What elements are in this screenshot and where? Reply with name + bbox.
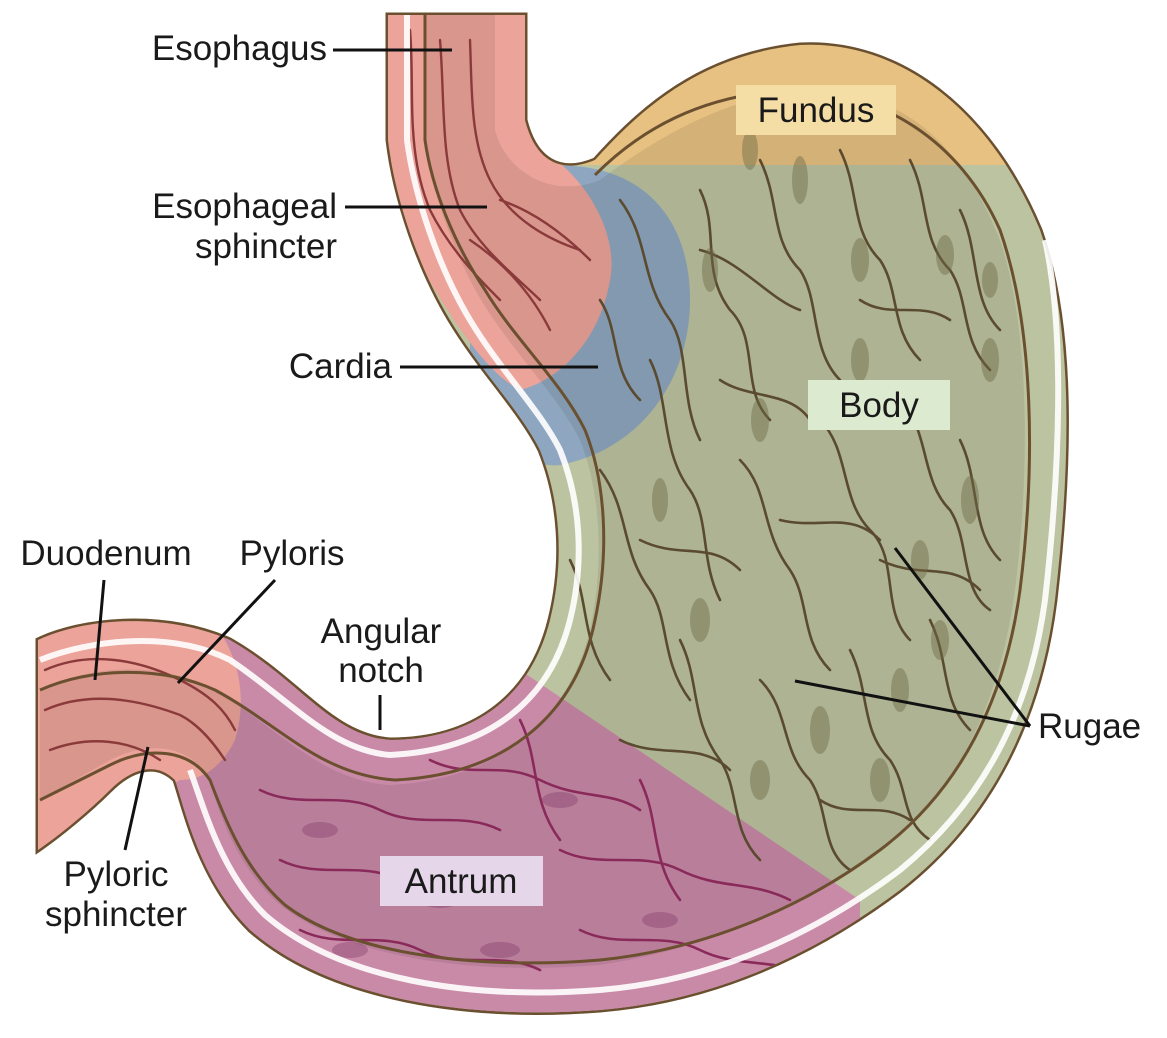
pyloris-label: Pyloris	[239, 534, 344, 573]
body-label-box	[808, 380, 950, 430]
duodenum-label: Duodenum	[20, 534, 191, 573]
body-label: Body	[839, 386, 919, 425]
stomach-lesser-inner-line	[39, 15, 606, 782]
esophageal-sphincter-label-line1: Esophageal	[152, 187, 337, 226]
rugae-label: Rugae	[1038, 707, 1141, 746]
angular-notch-label-line2: notch	[338, 651, 424, 690]
pyloric-sphincter-label-line2: sphincter	[45, 895, 187, 934]
antrum-label: Antrum	[405, 862, 518, 901]
angular-notch-label-line1: Angular	[321, 612, 442, 651]
rugae-leader-1	[893, 547, 1032, 727]
esophageal-sphincter-label-line2: sphincter	[195, 227, 337, 266]
fundus-label: Fundus	[758, 91, 875, 130]
stomach-greater-curve-inner-line	[187, 239, 1062, 996]
pyloris-leader	[176, 578, 277, 685]
stomach-inner-wall-line	[38, 15, 582, 759]
rugae-pockets-antrum	[302, 792, 678, 958]
fundus-label-box	[736, 85, 896, 135]
stomach-inner-lining	[40, 15, 1025, 968]
esophagus-region	[380, 15, 612, 390]
cardia-label: Cardia	[289, 347, 393, 386]
pyloric-sphincter-leader	[123, 746, 150, 851]
rugae-leader-2	[794, 679, 1031, 728]
pyloric-sphincter-label-line1: Pyloric	[63, 855, 168, 894]
antrum-label-box	[380, 856, 543, 906]
duodenum-leader	[93, 579, 106, 681]
rugae-pockets-body	[652, 130, 999, 802]
esophagus-label: Esophagus	[152, 29, 327, 68]
